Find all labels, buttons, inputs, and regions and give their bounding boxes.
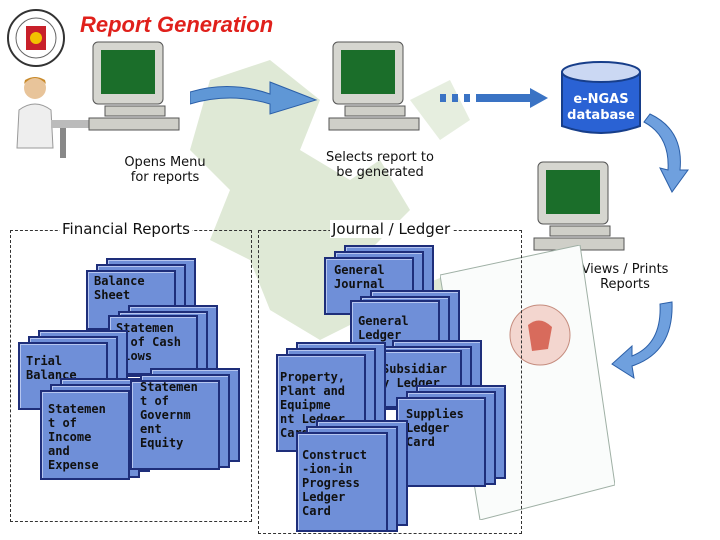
curved-arrow-down <box>643 113 689 193</box>
balance-sheet-label: Balance Sheet <box>94 274 145 302</box>
step-select-report-label: Selects report to be generated <box>326 150 434 180</box>
general-journal-label: General Journal <box>334 263 385 291</box>
supplies-ledger-stack[interactable]: Supplies Ledger Card <box>396 385 506 487</box>
flow-arrow-2 <box>440 88 548 108</box>
ppe-ledger-label: Property, Plant and Equipme nt Ledger Ca… <box>280 370 346 440</box>
step-open-menu-label: Opens Menu for reports <box>124 155 206 185</box>
computer-icon-1 <box>88 41 180 131</box>
supplies-ledger-label: Supplies Ledger Card <box>406 407 464 449</box>
page-title: Report Generation <box>80 12 274 37</box>
output-label: Views / Prints Reports <box>581 262 669 292</box>
cip-ledger-label: Construct -ion-in Progress Ledger Card <box>302 448 368 518</box>
govt-equity-stack[interactable]: Statemen t of Governm ent Equity <box>130 368 240 470</box>
computer-icon-2 <box>328 41 420 131</box>
general-ledger-label: General Ledger <box>358 314 409 342</box>
journal-ledger-heading: Journal / Ledger <box>330 220 453 238</box>
seal-logo <box>7 9 65 67</box>
flow-arrow-1 <box>190 81 318 115</box>
curved-arrow-up <box>611 301 673 380</box>
govt-equity-label: Statemen t of Governm ent Equity <box>140 380 198 450</box>
database-icon <box>561 61 641 134</box>
user-illustration <box>16 77 101 158</box>
cip-ledger-stack[interactable]: Construct -ion-in Progress Ledger Card <box>296 420 411 532</box>
income-expense-label: Statemen t of Income and Expense <box>48 402 106 472</box>
financial-reports-heading: Financial Reports <box>60 220 192 238</box>
computer-icon-3 <box>533 161 625 251</box>
database-label: e-NGAS database <box>567 92 635 123</box>
